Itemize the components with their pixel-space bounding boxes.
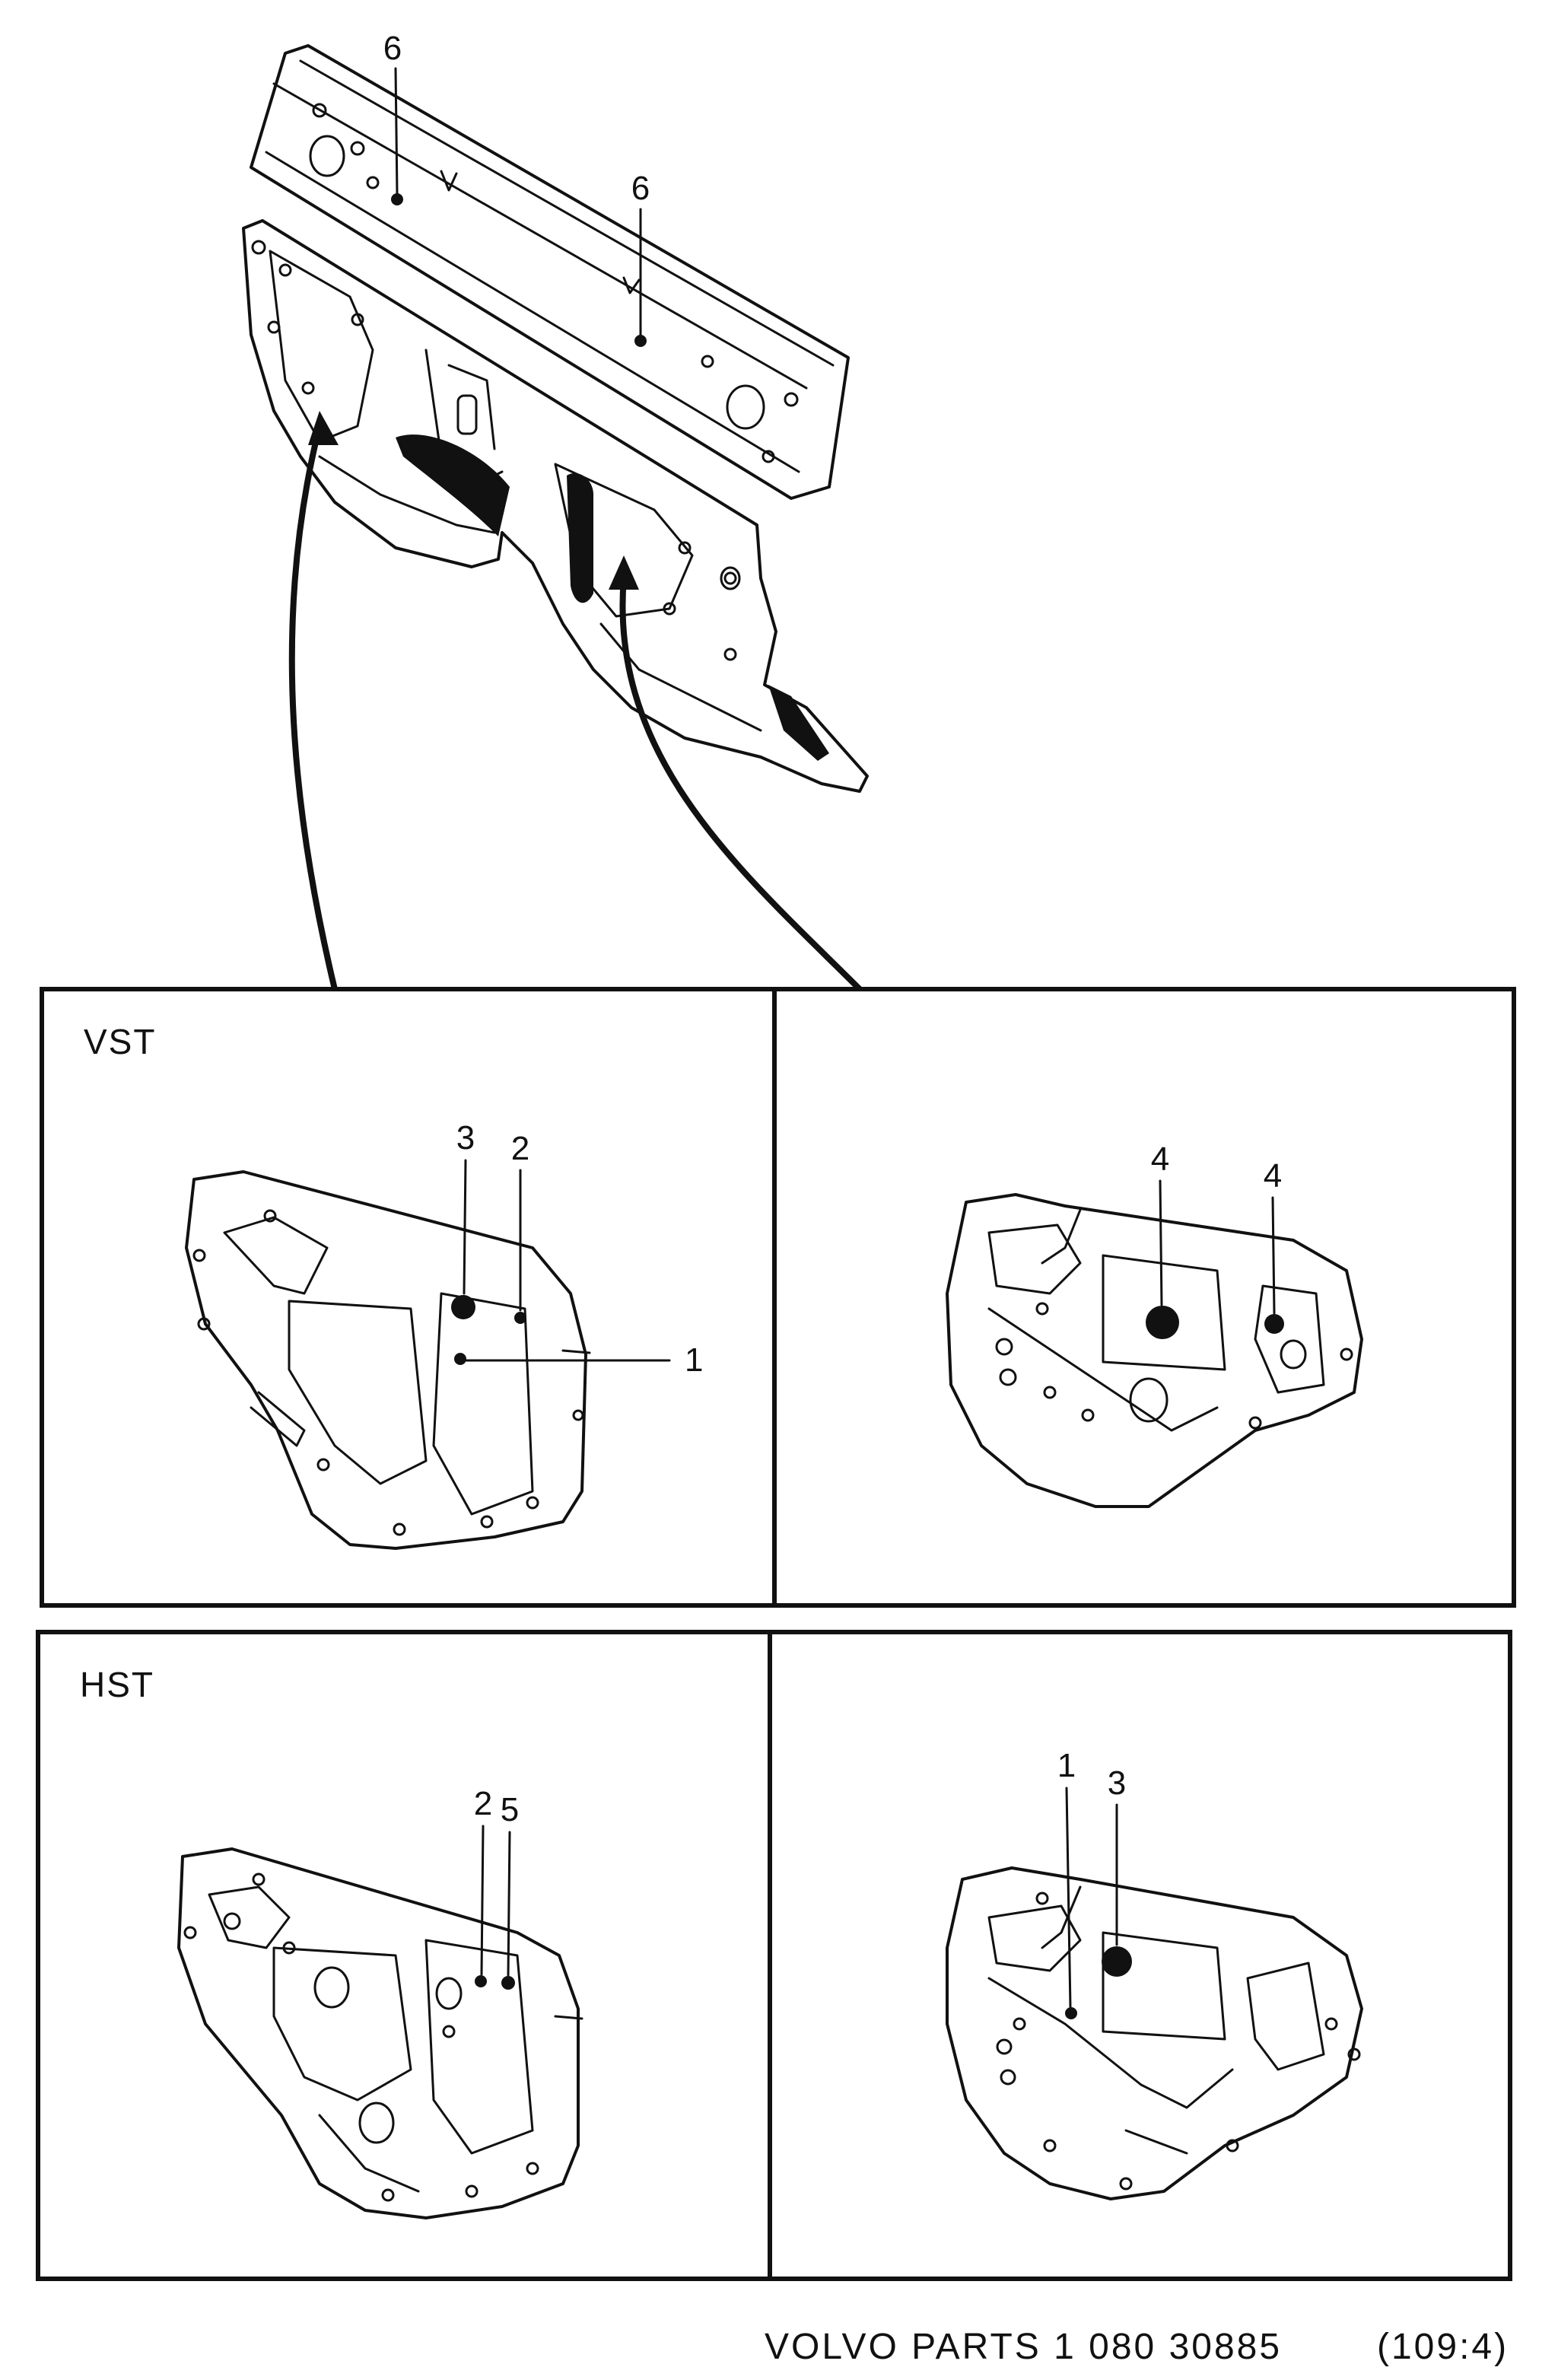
cross-member-beam <box>250 44 850 500</box>
hst-left-door-panel <box>177 1847 583 2219</box>
top-assembly: 6 6 <box>242 30 869 991</box>
hst-box: HST 2 5 <box>36 1630 1512 2281</box>
hst-callout-3: 3 <box>1108 1764 1126 1802</box>
vst-label: VST <box>84 1022 156 1061</box>
vst-callout-1: 1 <box>685 1341 703 1379</box>
vst-left-door-panel <box>185 1170 591 1550</box>
hst-callout-2: 2 <box>474 1785 492 1822</box>
hst-label: HST <box>80 1665 154 1704</box>
vst-right-door-panel <box>946 1193 1363 1508</box>
hst-callout-5: 5 <box>501 1791 519 1828</box>
vst-box: VST 3 2 1 <box>40 987 1516 1608</box>
vst-callout-2: 2 <box>511 1130 529 1167</box>
hst-callout-1: 1 <box>1057 1747 1076 1784</box>
vst-callout-4a: 4 <box>1151 1141 1169 1178</box>
rear-panel <box>242 219 869 793</box>
footer-page-ref: (109:4) <box>1377 2327 1509 2367</box>
vst-callout-3: 3 <box>456 1119 475 1157</box>
footer-catalog-number: VOLVO PARTS 1 080 30885 <box>765 2327 1282 2367</box>
leader-arrows <box>288 411 862 991</box>
callout-top-right: 6 <box>631 170 650 207</box>
vst-callout-4b: 4 <box>1264 1157 1282 1195</box>
hst-right-door-panel <box>946 1866 1363 2200</box>
callout-top-left: 6 <box>383 30 402 67</box>
